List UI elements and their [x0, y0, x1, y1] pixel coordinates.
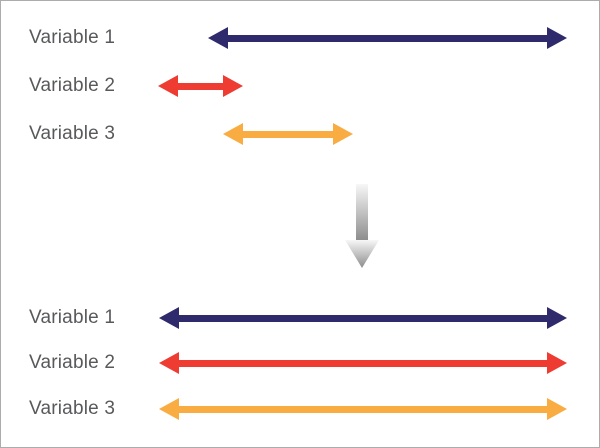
range-arrow: [208, 26, 567, 50]
variable-label: Variable 3: [29, 398, 116, 419]
arrow-left-head-icon: [208, 27, 228, 49]
arrow-shaft: [179, 314, 547, 322]
arrow-right-head-icon: [547, 27, 567, 49]
arrow-right-head-icon: [547, 398, 567, 420]
arrow-left-head-icon: [159, 307, 179, 329]
before-row-variable-3: Variable 3: [1, 111, 599, 157]
range-arrow: [159, 397, 567, 421]
arrow-left-head-icon: [159, 352, 179, 374]
arrow-left-head-icon: [159, 398, 179, 420]
arrow-right-head-icon: [333, 123, 353, 145]
transform-down-arrow-icon: [345, 184, 379, 268]
variable-label: Variable 3: [29, 123, 116, 144]
arrow-right-head-icon: [547, 352, 567, 374]
range-arrow: [159, 306, 567, 330]
range-arrow: [158, 74, 243, 98]
after-row-variable-3: Variable 3: [1, 386, 599, 432]
before-row-variable-2: Variable 2: [1, 63, 599, 109]
variable-label: Variable 2: [29, 75, 116, 96]
arrow-left-head-icon: [158, 75, 178, 97]
arrow-shaft: [178, 82, 223, 90]
arrow-left-head-icon: [223, 123, 243, 145]
range-arrow: [159, 351, 567, 375]
variable-label: Variable 2: [29, 352, 116, 373]
arrow-right-head-icon: [223, 75, 243, 97]
arrow-shaft: [243, 130, 333, 138]
variable-label: Variable 1: [29, 27, 116, 48]
arrow-right-head-icon: [547, 307, 567, 329]
arrow-shaft: [228, 34, 547, 42]
after-row-variable-1: Variable 1: [1, 295, 599, 341]
range-arrow: [223, 122, 353, 146]
before-row-variable-1: Variable 1: [1, 15, 599, 61]
arrow-shaft: [179, 359, 547, 367]
after-row-variable-2: Variable 2: [1, 340, 599, 386]
variable-label: Variable 1: [29, 307, 116, 328]
arrow-shaft: [179, 405, 547, 413]
